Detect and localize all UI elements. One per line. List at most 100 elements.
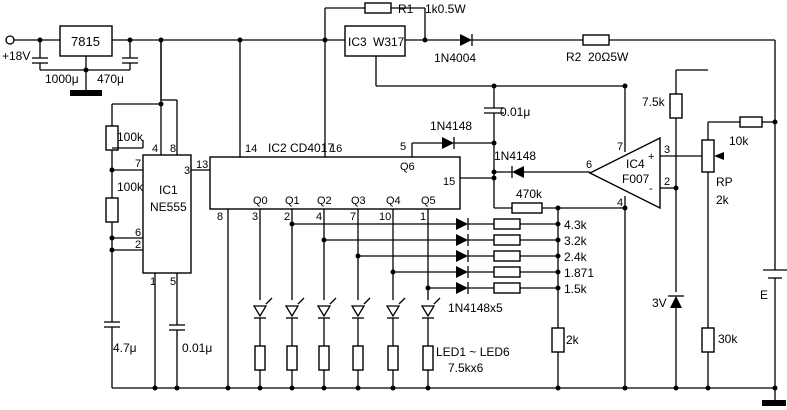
opamp-plus: + (648, 151, 654, 163)
ic1-ne555 (142, 154, 192, 274)
cap-1000-label: 1000μ (45, 72, 79, 86)
r10k-label: 10k (729, 134, 749, 148)
q6-pin: 5 (400, 141, 406, 153)
pin-14: 14 (245, 143, 257, 155)
r2-value: 20Ω5W (588, 50, 629, 64)
q4-label: Q4 (386, 195, 401, 207)
ic1-label: IC1 (159, 183, 178, 197)
pin-1: 1 (150, 276, 156, 288)
opamp-minus: - (649, 183, 653, 195)
q1-label: Q1 (285, 195, 300, 207)
pin-15: 15 (443, 176, 455, 188)
resistor-1-5k (493, 282, 521, 294)
r2k-label: 2k (566, 333, 580, 347)
input-terminal (5, 35, 15, 45)
r2-4k-label: 2.4k (564, 250, 588, 264)
pin-8b: 8 (217, 211, 223, 223)
rp-label: RP (716, 175, 733, 189)
regulator-7815 (59, 25, 113, 57)
led-group-label: LED1 ~ LED6 (436, 345, 510, 359)
q3-label: Q3 (351, 195, 366, 207)
q0-label: Q0 (253, 195, 268, 207)
pin-5: 5 (170, 276, 176, 288)
diode-1n4004-label: 1N4004 (434, 51, 476, 65)
ic1-part: NE555 (150, 200, 187, 214)
q2-pin: 4 (316, 211, 322, 223)
regulator-label: 7815 (71, 34, 100, 49)
pin-4: 4 (152, 143, 158, 155)
q2-label: Q2 (317, 195, 332, 207)
pin-3: 3 (184, 165, 190, 177)
r3-2k-label: 3.2k (564, 234, 588, 248)
pin-8: 8 (170, 143, 176, 155)
ladder-diodes (456, 218, 469, 294)
ground-dots (152, 385, 778, 391)
opamp-pin-7: 7 (617, 141, 623, 153)
diode-1n4148-b (512, 166, 524, 178)
r2-label: R2 (566, 50, 582, 64)
battery-label: E (760, 288, 768, 302)
cap-470-label: 470μ (97, 72, 124, 86)
pin-13: 13 (196, 159, 208, 171)
led-3 (316, 297, 337, 388)
ic2-label: IC2 (268, 141, 287, 155)
q5-label: Q5 (421, 195, 436, 207)
r470k-label: 470k (516, 187, 543, 201)
cap-001-a-label: 0.01μ (182, 341, 212, 355)
ic3-label: IC3 (348, 35, 367, 49)
r100k-b-label: 100k (117, 180, 144, 194)
q1-pin: 2 (284, 211, 290, 223)
diode-group-label: 1N4148x5 (448, 301, 503, 315)
q0-pin: 3 (252, 211, 258, 223)
pin-2: 2 (135, 239, 141, 251)
q5-pin: 1 (420, 211, 426, 223)
r100k-a-label: 100k (117, 130, 144, 144)
led-5 (385, 297, 406, 388)
led-column (252, 297, 441, 388)
battery-e (762, 269, 787, 406)
resistor-ladder (289, 205, 565, 388)
resistor-r1 (364, 2, 392, 14)
supply-rail (5, 2, 776, 270)
opamp-pin-4: 4 (617, 197, 623, 209)
resistor-3-2k (493, 234, 521, 246)
ic3-part: W317 (373, 35, 405, 49)
resistor-100k-b (105, 197, 119, 223)
q4-pin: 10 (379, 211, 391, 223)
ic4-f007 (588, 136, 661, 210)
pin-7: 7 (135, 158, 141, 170)
r1-871-label: 1.871 (564, 266, 594, 280)
ic3-w317 (344, 25, 406, 57)
opamp-pin-2: 2 (664, 176, 670, 188)
led-resistor-label: 7.5kx6 (448, 361, 484, 375)
ground-symbol (70, 90, 102, 96)
resistor-470k (511, 202, 543, 214)
timer-section (104, 40, 210, 388)
opamp-section (491, 69, 778, 388)
diode-1n4004 (460, 34, 472, 46)
pin-16: 16 (330, 143, 342, 155)
resistor-30k (701, 327, 715, 353)
resistor-4-3k (493, 218, 521, 230)
r30k-label: 30k (718, 332, 738, 346)
resistor-1-871 (493, 266, 521, 278)
q3-pin: 7 (350, 211, 356, 223)
d1n4148-b-label: 1N4148 (494, 149, 536, 163)
potentiometer-rp (701, 139, 715, 173)
r1-label: R1 (398, 2, 414, 16)
resistor-r2 (582, 34, 610, 46)
rp-value: 2k (716, 193, 730, 207)
cap-4-7-label: 4.7μ (113, 341, 137, 355)
r7-5k-label: 7.5k (642, 95, 666, 109)
r4-3k-label: 4.3k (564, 218, 588, 232)
supply-label: +18V (2, 49, 30, 63)
led-4 (350, 297, 371, 388)
ic4-label: IC4 (626, 157, 645, 171)
cap-001-b-label: 0.01μ (500, 105, 530, 119)
resistor-2-4k (493, 250, 521, 262)
ic4-part: F007 (622, 172, 650, 186)
zener-label: 3V (652, 296, 667, 310)
r1-value: 1k0.5W (425, 2, 466, 16)
